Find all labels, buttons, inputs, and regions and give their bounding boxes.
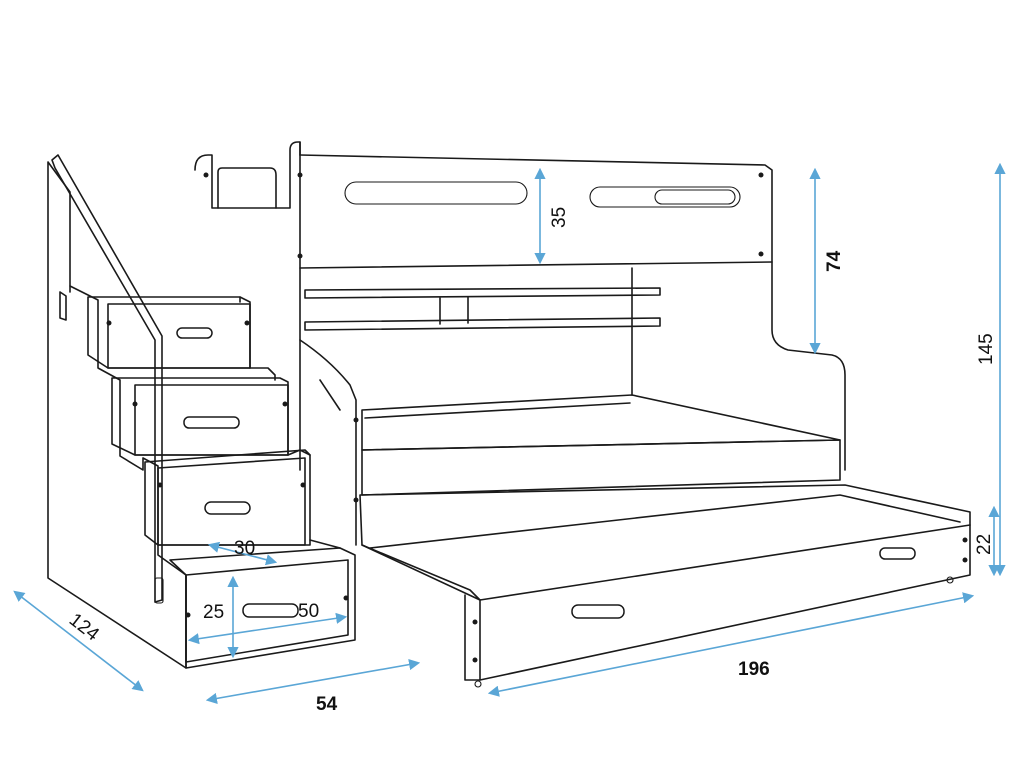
stair-steps [239,296,341,549]
staircase [47,161,187,669]
stair-drawer-3 [144,449,311,546]
trundle-drawer [359,484,971,688]
label-145: 145 [976,333,997,365]
label-35: 35 [549,207,570,228]
handle-icon [183,416,240,429]
handle-icon [242,603,299,618]
label-30: 30 [234,538,255,559]
stair-drawer-2 [111,377,289,456]
shelf [304,267,661,396]
lower-bed-frame [299,339,841,546]
dimension-labels: 35 74 145 22 30 25 50 124 54 196 [65,207,997,715]
label-54: 54 [316,694,338,715]
upper-headboard [194,141,846,471]
label-25: 25 [203,602,224,623]
handle-icon [571,604,625,619]
stair-drawer-4 [169,547,356,669]
label-124: 124 [65,609,103,645]
handle-icon [176,327,213,339]
label-74: 74 [824,250,845,272]
handle-icon [879,547,916,560]
handrail [51,154,164,604]
stair-drawer-1 [87,296,251,369]
handle-icon [204,501,251,515]
label-50: 50 [298,601,319,622]
dimension-lines [13,162,1006,704]
label-22: 22 [974,534,995,555]
label-196: 196 [738,659,770,680]
